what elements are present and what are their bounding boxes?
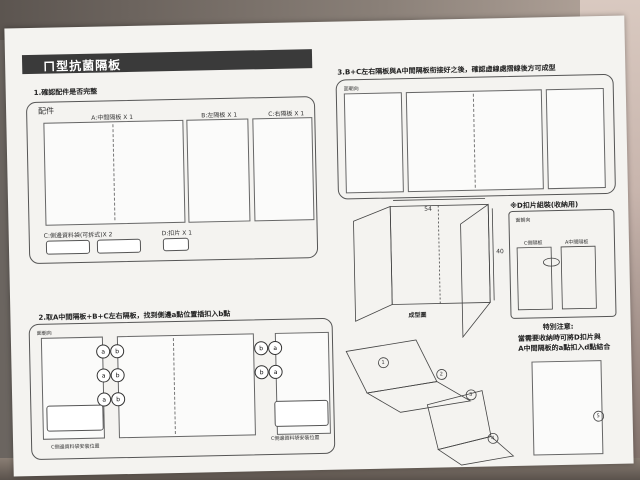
circled-step-1: [378, 357, 389, 369]
formed-right-wing: [460, 203, 491, 339]
circled-step-3: [465, 389, 477, 401]
circled-step-4: [487, 432, 499, 444]
fold-step-2: [365, 381, 472, 413]
fold-step-3: [426, 390, 492, 451]
assembly-drawings: [345, 198, 605, 466]
circled-step-2: [436, 369, 448, 380]
fold-step-1: [345, 339, 438, 394]
step-num-3: 3: [469, 391, 473, 398]
step-num-5: 5: [596, 413, 600, 420]
formed-left-wing: [353, 205, 393, 322]
step-num-2: 2: [439, 371, 443, 378]
step-num-4: 4: [491, 435, 495, 442]
fold-step-4: [437, 436, 515, 466]
step-num-1: 1: [381, 359, 385, 366]
instruction-sheet: ㄇ型抗菌隔板 1.確認配件是否完整 配件 A:中間隔板 X 1 B:左隔板 X …: [4, 15, 634, 477]
circled-step-5: [593, 410, 605, 422]
